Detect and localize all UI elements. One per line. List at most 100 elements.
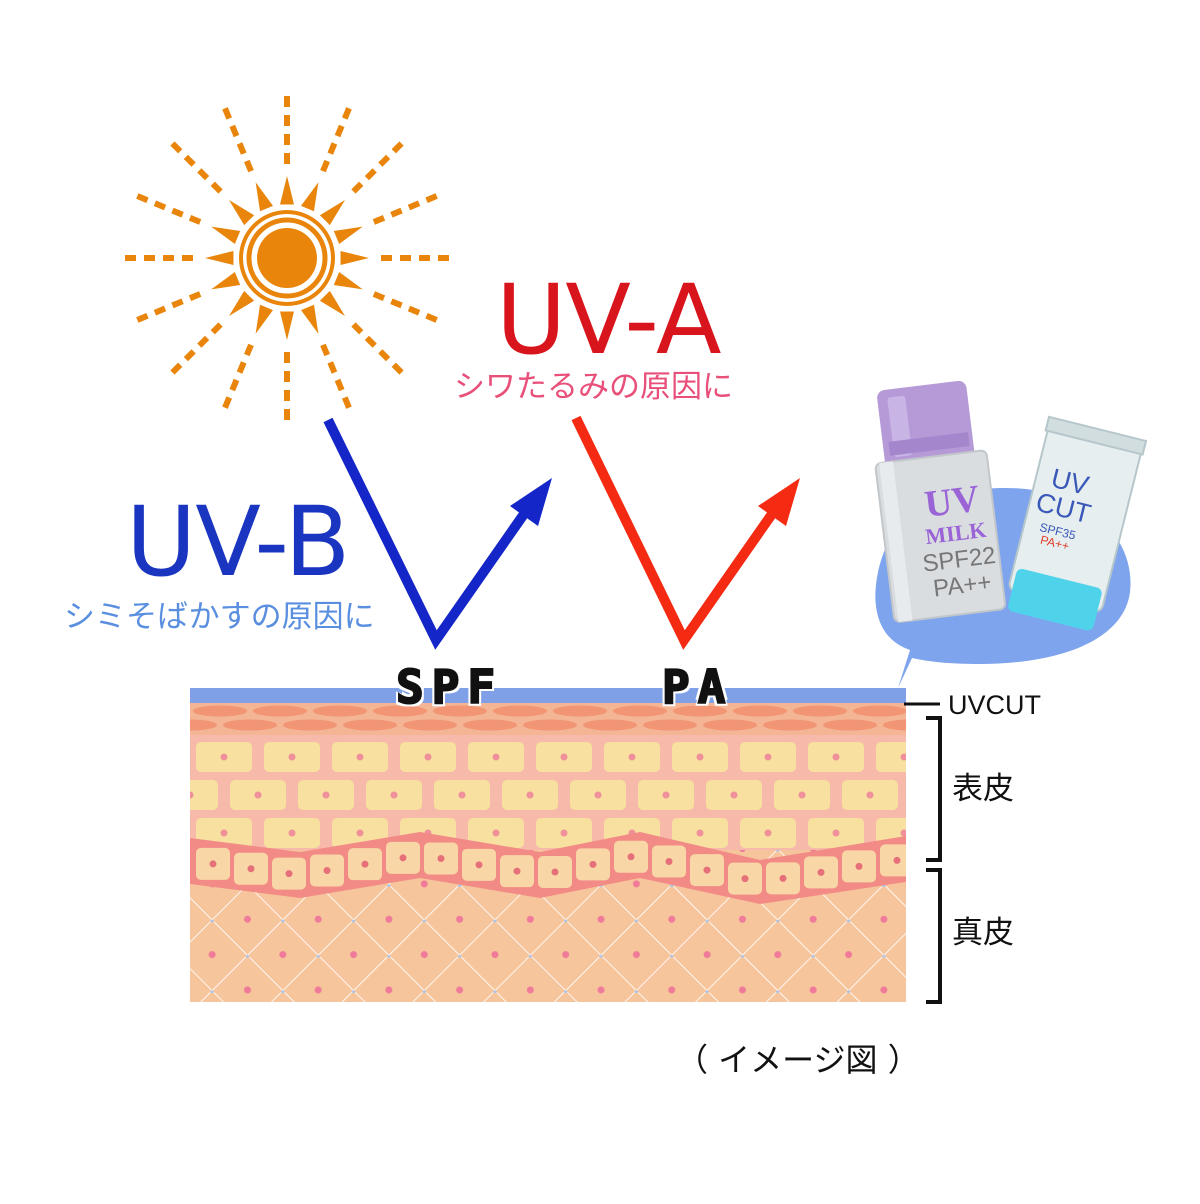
cell-nucleus	[356, 753, 364, 761]
cell-nucleus	[560, 753, 568, 761]
cell-nucleus	[779, 874, 787, 882]
sun-ray	[351, 322, 408, 379]
basal-cell	[880, 844, 906, 877]
sun-icon	[119, 90, 455, 426]
sun-spike	[211, 226, 241, 244]
flat-cell	[583, 719, 637, 731]
sun-ray	[166, 322, 223, 379]
cell-nucleus	[209, 860, 217, 868]
flat-cell	[313, 705, 367, 717]
uv-cut-tube	[1008, 415, 1148, 631]
sun-ray	[372, 190, 444, 225]
milk-label: UV MILK SPF22 PA++	[908, 478, 1006, 603]
sun-spike	[301, 182, 319, 212]
cell-nucleus	[390, 791, 398, 799]
cell-nucleus	[361, 860, 369, 868]
cell-nucleus	[475, 861, 483, 869]
flat-cell	[613, 705, 667, 717]
sun-spike	[279, 311, 295, 340]
uvcut-film	[190, 688, 906, 703]
spf-badge: SPF	[395, 660, 504, 714]
sun-ray	[219, 101, 254, 173]
flat-cell	[343, 719, 397, 731]
sun-spike	[255, 182, 273, 212]
sun-spike	[333, 226, 363, 244]
flat-cells	[190, 705, 906, 731]
sun-core	[257, 228, 317, 288]
dermis-label: 真皮	[952, 915, 1014, 951]
skin-cell	[190, 780, 218, 810]
flat-cell	[493, 705, 547, 717]
uvb-title: UV-B	[126, 486, 350, 598]
cell-nucleus	[764, 829, 772, 837]
cell-nucleus	[866, 791, 874, 799]
sun-ring-inner	[246, 217, 328, 299]
uva-title: UV-A	[496, 264, 722, 376]
cell-nucleus	[628, 753, 636, 761]
sun-spike	[301, 304, 319, 334]
skin-cross-section	[190, 688, 906, 1002]
flat-cell	[733, 705, 787, 717]
cell-nucleus	[492, 753, 500, 761]
cell-nucleus	[190, 791, 194, 799]
sun-spike	[229, 290, 255, 316]
sun-ring-outer	[239, 210, 335, 306]
cell-nucleus	[247, 865, 255, 873]
flat-cell	[853, 705, 906, 717]
flat-cell	[643, 719, 697, 731]
cell-nucleus	[893, 856, 901, 864]
cell-nucleus	[832, 829, 840, 837]
epidermis-label: 表皮	[952, 771, 1014, 807]
cell-nucleus	[288, 829, 296, 837]
flat-cell	[253, 705, 307, 717]
cell-nucleus	[285, 870, 293, 878]
cell-nucleus	[730, 791, 738, 799]
sun-spike	[340, 250, 369, 266]
cell-nucleus	[220, 753, 228, 761]
flat-cell	[463, 719, 517, 731]
sun-ray	[166, 137, 223, 194]
sun-ray	[130, 291, 202, 326]
cell-nucleus	[703, 866, 711, 874]
cell-nucleus	[741, 875, 749, 883]
pa-badge: PA	[661, 660, 734, 714]
sun-ray	[130, 190, 202, 225]
flat-cell	[523, 719, 577, 731]
uva-arrow	[571, 415, 800, 650]
flat-cell	[190, 719, 217, 731]
basal-cells	[196, 840, 906, 895]
sun-spike	[211, 272, 241, 290]
cell-nucleus	[662, 791, 670, 799]
sun-ray	[351, 137, 408, 194]
cell-nucleus	[855, 862, 863, 870]
sun-spike	[333, 272, 363, 290]
cell-nucleus	[764, 753, 772, 761]
cell-nucleus	[437, 855, 445, 862]
flat-cell	[673, 705, 727, 717]
skin-cell	[876, 742, 906, 772]
cell-nucleus	[513, 867, 521, 875]
cell-nucleus	[323, 867, 331, 874]
flat-cell	[193, 705, 247, 717]
cell-nucleus	[798, 791, 806, 799]
sun-spike	[319, 200, 345, 226]
sun-ray	[320, 101, 355, 173]
cell-nucleus	[832, 753, 840, 761]
cell-nucleus	[220, 829, 228, 837]
sun-spike	[279, 176, 295, 205]
cell-nucleus	[288, 753, 296, 761]
cell-nucleus	[900, 829, 906, 837]
cell-nucleus	[900, 753, 906, 761]
spinous-cells	[190, 742, 906, 848]
cell-nucleus	[696, 829, 704, 837]
cell-nucleus	[627, 853, 635, 861]
cell-nucleus	[254, 791, 262, 799]
cell-nucleus	[424, 753, 432, 761]
dermis-bracket	[926, 868, 942, 1004]
sun-spike	[255, 304, 273, 334]
sun-ray	[219, 343, 254, 415]
sun-spike	[319, 290, 345, 316]
flat-cell	[763, 719, 817, 731]
